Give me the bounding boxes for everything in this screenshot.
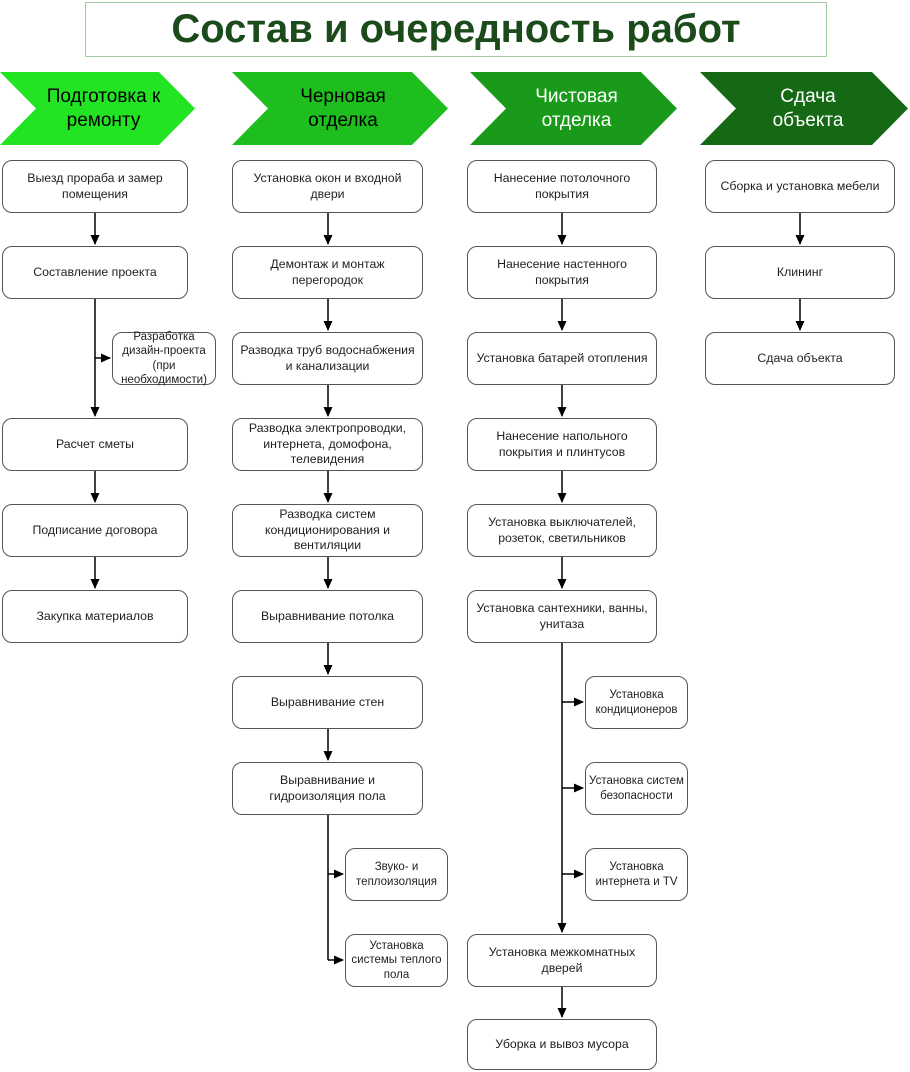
flow-node-c3-switches: Установка выключателей, розеток, светиль… <box>467 504 657 557</box>
flow-node-c2-walls: Выравнивание стен <box>232 676 423 729</box>
flow-node-c2-partitions: Демонтаж и монтаж перегородок <box>232 246 423 299</box>
flow-node-c2-floor: Выравнивание и гидроизоляция пола <box>232 762 423 815</box>
flow-node-c4-cleaning: Клининг <box>705 246 895 299</box>
flow-node-c4-handover: Сдача объекта <box>705 332 895 385</box>
flow-node-c2-heated-floor: Установка системы теплого пола <box>345 934 448 987</box>
flow-node-c2-hvac: Разводка систем кондиционирования и вент… <box>232 504 423 557</box>
flow-node-c3-security: Установка систем безопасности <box>585 762 688 815</box>
flow-node-c3-interior-doors: Установка межкомнатных дверей <box>467 934 657 987</box>
flow-node-c1-materials: Закупка материалов <box>2 590 188 643</box>
flow-node-c1-estimate: Расчет сметы <box>2 418 188 471</box>
flow-node-c3-wall-cover: Нанесение настенного покрытия <box>467 246 657 299</box>
flow-node-c2-wiring: Разводка электропроводки, интернета, дом… <box>232 418 423 471</box>
stage-arrow-rough-finishing: Черновая отделка <box>232 72 448 145</box>
flow-node-c1-design-project: Разработка дизайн-проекта (при необходим… <box>112 331 216 386</box>
flow-node-c2-plumbing: Разводка труб водоснабжения и канализаци… <box>232 332 423 385</box>
flow-node-c1-project: Составление проекта <box>2 246 188 299</box>
flow-node-c3-sanitary: Установка сантехники, ванны, унитаза <box>467 590 657 643</box>
stage-arrow-preparation: Подготовка к ремонту <box>0 72 195 145</box>
flow-node-c3-floor-cover: Нанесение напольного покрытия и плинтусо… <box>467 418 657 471</box>
page-title: Состав и очередность работ <box>85 2 827 57</box>
flow-node-c1-contract: Подписание договора <box>2 504 188 557</box>
flow-node-c1-site-visit: Выезд прораба и замер помещения <box>2 160 188 213</box>
flow-node-c3-ceiling-cover: Нанесение потолочного покрытия <box>467 160 657 213</box>
flow-node-c3-internet-tv: Установка интернета и TV <box>585 848 688 901</box>
flow-node-c2-ceiling: Выравнивание потолка <box>232 590 423 643</box>
stage-arrow-fine-finishing: Чистовая отделка <box>470 72 677 145</box>
flow-node-c3-radiators: Установка батарей отопления <box>467 332 657 385</box>
flow-node-c3-cleanup: Уборка и вывоз мусора <box>467 1019 657 1070</box>
flow-node-c4-furniture: Сборка и установка мебели <box>705 160 895 213</box>
stage-arrow-handover: Сдача объекта <box>700 72 908 145</box>
flow-node-c2-windows-door: Установка окон и входной двери <box>232 160 423 213</box>
flow-node-c2-insulation: Звуко- и теплоизоляция <box>345 848 448 901</box>
flow-node-c3-air-conditioners: Установка кондиционеров <box>585 676 688 729</box>
